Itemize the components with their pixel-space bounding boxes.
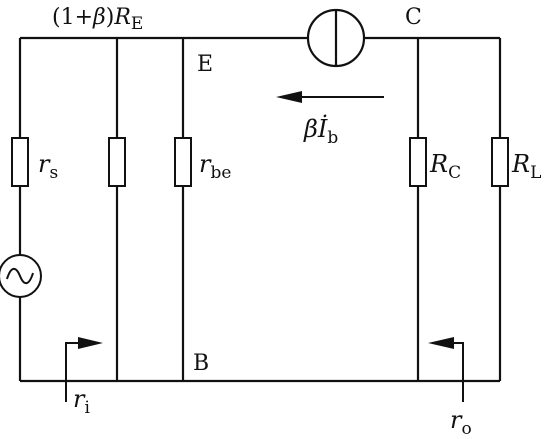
resistor-rs [11, 137, 29, 187]
current-source-icon [306, 8, 366, 68]
ac-source-icon [0, 254, 42, 298]
label-node-e: E [197, 52, 213, 77]
label-re: (1+β)RE [52, 5, 143, 34]
label-rc: RC [429, 150, 461, 183]
ri-arrow-icon [65, 337, 103, 402]
label-current: βİb [303, 114, 338, 148]
resistor-rbe [174, 137, 192, 187]
resistor-re [108, 137, 126, 187]
ro-arrow-icon [428, 337, 464, 402]
resistor-rl [491, 137, 509, 187]
label-ri: ri [73, 385, 90, 418]
label-rl: RL [511, 150, 541, 183]
current-arrow-icon [276, 91, 384, 103]
label-ro: ro [450, 406, 472, 439]
label-rs: rs [38, 150, 58, 183]
label-node-b: B [193, 351, 209, 376]
label-node-c: C [405, 5, 422, 30]
resistor-rc [409, 137, 427, 187]
label-rbe: rbe [199, 150, 231, 183]
wires [18, 36, 502, 383]
